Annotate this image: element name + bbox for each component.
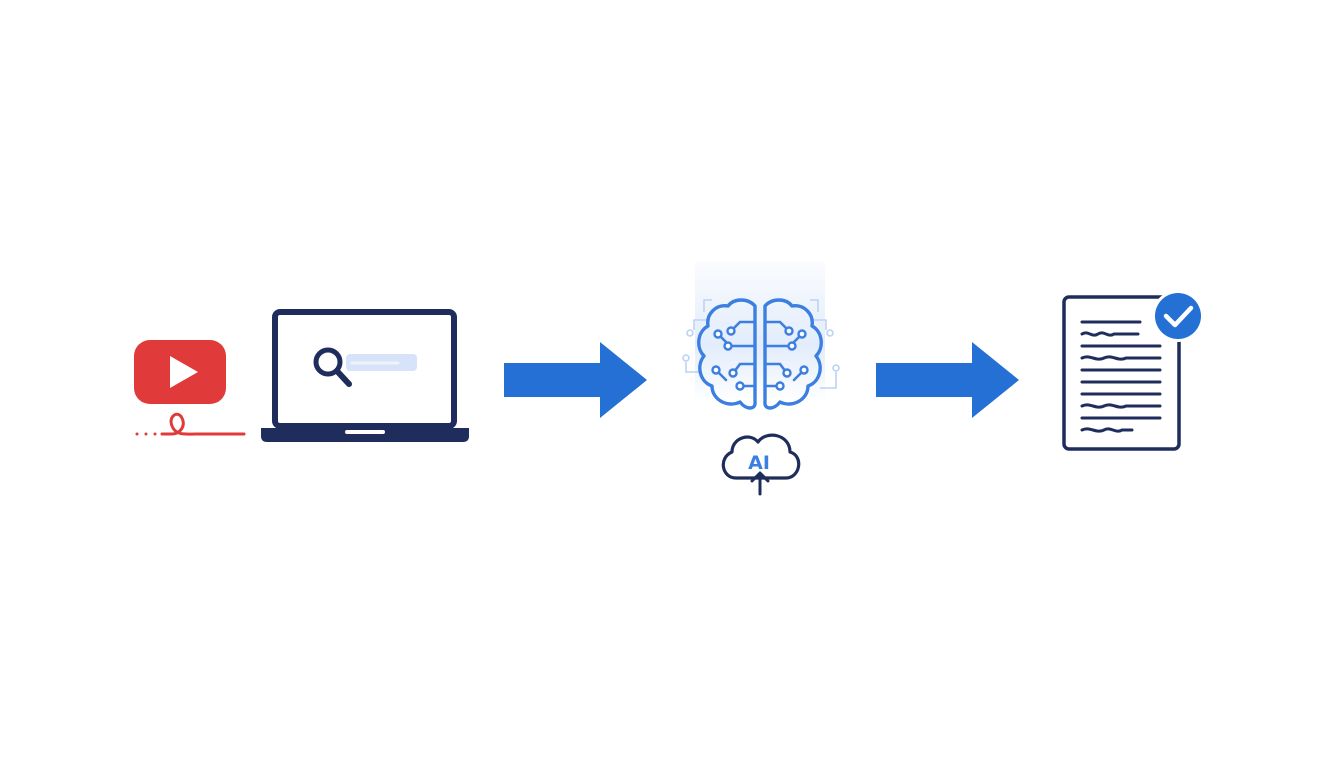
cloud-upload-icon: AI — [721, 433, 801, 496]
arrow-right-icon — [876, 342, 1019, 418]
ai-brain-circuit-icon — [682, 262, 840, 410]
arrow-right-icon — [504, 342, 647, 418]
search-icon — [313, 347, 352, 387]
video-ribbon — [135, 412, 246, 436]
laptop-search-icon — [261, 309, 469, 442]
youtube-play-icon — [134, 340, 226, 404]
check-badge-icon — [1152, 290, 1204, 342]
upload-arrow-icon — [750, 471, 770, 496]
document-check-icon — [1062, 290, 1204, 451]
cloud-ai-label: AI — [748, 452, 770, 474]
